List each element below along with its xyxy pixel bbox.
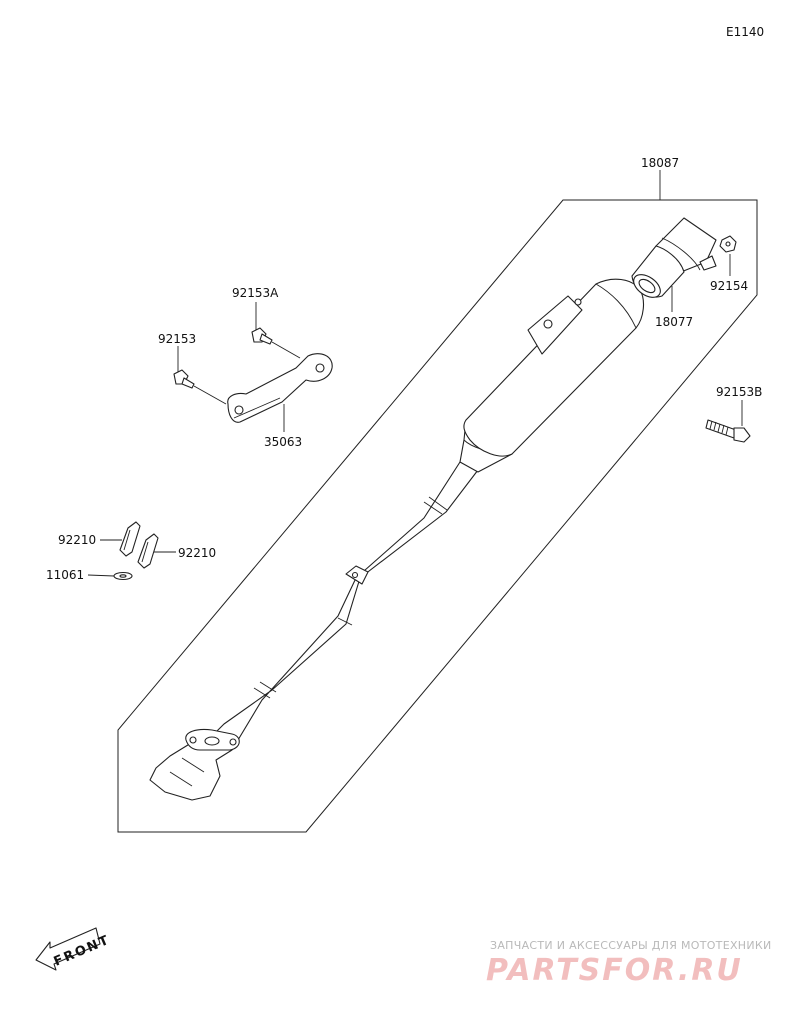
label-92153[interactable]: 92153 xyxy=(158,332,196,346)
assembly-outline xyxy=(117,199,758,833)
nut-11061[interactable] xyxy=(113,571,133,581)
watermark-brand: PARTSFOR.RU xyxy=(486,953,743,988)
leader-11061 xyxy=(87,574,115,577)
diagram-code: E1140 xyxy=(726,25,764,39)
label-92154[interactable]: 92154 xyxy=(710,279,748,293)
label-92153B[interactable]: 92153B xyxy=(716,385,762,399)
label-18087[interactable]: 18087 xyxy=(641,156,679,170)
tail-pipe-18077[interactable] xyxy=(630,217,717,302)
bracket-35063[interactable] xyxy=(227,353,333,423)
exhaust-flange xyxy=(185,728,240,751)
label-92153A[interactable]: 92153A xyxy=(232,286,279,300)
clip-92210-right[interactable] xyxy=(137,533,159,569)
muffler xyxy=(459,278,645,473)
label-92210-left[interactable]: 92210 xyxy=(58,533,96,547)
front-direction-arrow: FRONT xyxy=(35,927,113,971)
watermark-tagline: ЗАПЧАСТИ И АКСЕССУАРЫ ДЛЯ МОТОТЕХНИКИ xyxy=(490,939,772,952)
bolt-92153B[interactable] xyxy=(705,419,751,443)
exhaust-pipe xyxy=(149,461,479,801)
clip-92210-left[interactable] xyxy=(119,521,141,557)
label-11061[interactable]: 11061 xyxy=(46,568,84,582)
label-18077[interactable]: 18077 xyxy=(655,315,693,329)
bolt-92153[interactable] xyxy=(173,369,227,405)
bolt-92154[interactable] xyxy=(719,235,737,253)
bolt-92153A[interactable] xyxy=(251,327,301,359)
label-92210-right[interactable]: 92210 xyxy=(178,546,216,560)
label-35063[interactable]: 35063 xyxy=(264,435,302,449)
